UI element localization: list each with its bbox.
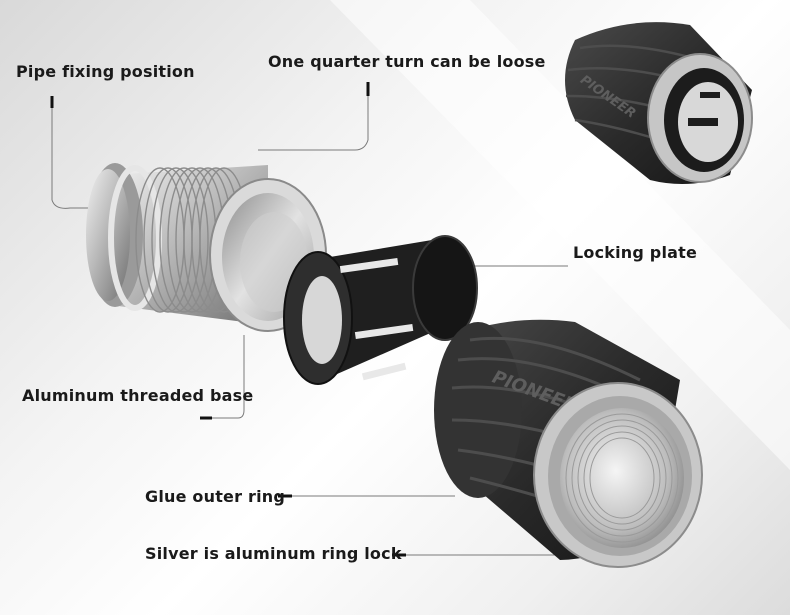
- label-locking-plate: Locking plate: [573, 243, 698, 262]
- label-aluminum-threaded-base: Aluminum threaded base: [22, 386, 254, 405]
- leader-lines: [51, 82, 568, 556]
- label-pipe-fixing-position: Pipe fixing position: [16, 62, 195, 81]
- pipe-fixing-groove: [108, 165, 162, 311]
- nut-bore-threads: [565, 413, 679, 543]
- aluminum-threaded-base: [86, 163, 327, 332]
- label-quarter-turn: One quarter turn can be loose: [268, 52, 546, 71]
- leader-pipe-fixing: [51, 96, 92, 209]
- pioneer-lock-nut: PIONEER: [434, 319, 703, 568]
- leader-end-ticks: [50, 82, 406, 557]
- leader-quarter-turn: [258, 82, 369, 151]
- label-glue-outer-ring: Glue outer ring: [145, 487, 285, 506]
- nut-threaded-bore: [560, 408, 684, 548]
- label-silver-ring-lock: Silver is aluminum ring lock: [145, 544, 402, 563]
- background-light-beam: [330, 0, 790, 470]
- leader-alu-base: [200, 335, 245, 419]
- locking-plate-slots: [339, 257, 414, 381]
- locking-plate: [283, 235, 478, 385]
- detail-locking-tab: [688, 118, 718, 126]
- pioneer-nut-detail-view: PIONEER: [565, 22, 753, 185]
- thread-lines: [135, 167, 249, 313]
